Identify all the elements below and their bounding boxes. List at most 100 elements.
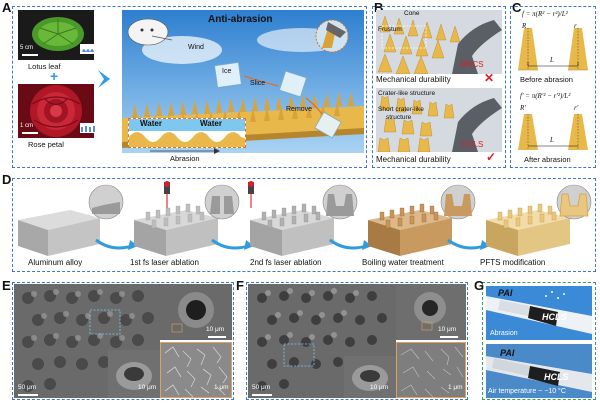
- lotus-label: Lotus leaf: [28, 62, 61, 71]
- mncs-illustration: [376, 10, 502, 74]
- panel-b-letter: B: [374, 0, 384, 15]
- step-label-4: Boiling water treatment: [362, 258, 444, 267]
- sem-f-topright: [396, 284, 466, 340]
- abrasion-label-g: Abrasion: [490, 330, 518, 337]
- mncs-cones: [376, 10, 502, 74]
- pai-label-top: PAI: [498, 288, 513, 298]
- remove-label: Remove: [286, 106, 313, 113]
- panel-g-letter: G: [474, 278, 485, 293]
- lotus-inset-icon: [80, 44, 96, 54]
- fail-cross-icon: ✕: [484, 71, 495, 85]
- process-step-2-block: [134, 203, 218, 256]
- label-L-2: L: [550, 136, 554, 144]
- frustum-label: Frustum: [378, 26, 402, 33]
- sem-f-tr-scalebar: [440, 336, 458, 338]
- hcls-label-bottom: HCLS: [544, 372, 569, 382]
- sem-e-bm-scale: 10 μm: [138, 384, 157, 391]
- panel-f-letter: F: [236, 278, 244, 293]
- anti-abrasion-title: Anti-abrasion: [208, 14, 273, 25]
- hcls-craters: [376, 88, 502, 152]
- process-flow: [18, 181, 592, 256]
- sem-e-crater: [160, 284, 232, 340]
- sem-e-bottom-right: [160, 342, 232, 398]
- panel-d-frame: [12, 178, 596, 272]
- water-label-1: Water: [140, 119, 162, 128]
- sem-f-bottom-right: [396, 342, 466, 398]
- ice-slice-icon: [278, 70, 342, 139]
- lotus-scale-label: 5 cm: [20, 45, 34, 51]
- wing-top-illustration: [486, 286, 592, 340]
- short-crater-label-1: Short crater-like: [378, 106, 424, 113]
- process-step-1-block: [18, 210, 100, 256]
- sem-f-crater: [396, 284, 466, 340]
- sem-e-main: [14, 284, 160, 398]
- rose-illustration: [30, 85, 82, 137]
- rose-scale-label: 1 cm: [20, 123, 34, 129]
- step-label-3: 2nd fs laser ablation: [250, 258, 322, 267]
- wind-cloud-icon: [127, 18, 173, 46]
- sem-f-main-scalebar: [252, 394, 272, 396]
- crater-label: Crater-like structure: [378, 90, 436, 97]
- panel-a-letter: A: [2, 0, 12, 15]
- label-r: r: [574, 22, 577, 30]
- cone-label: Cone: [404, 10, 420, 17]
- frustum-before-diagram: [518, 28, 588, 71]
- label-L: L: [550, 56, 554, 64]
- pai-label-bottom: PAI: [500, 348, 515, 358]
- before-abrasion-label: Before abrasion: [520, 75, 573, 84]
- panel-a-arrow: [98, 70, 110, 88]
- panel-c-frame: [510, 6, 596, 168]
- water-inset-illustration: [129, 119, 245, 147]
- step-label-2: 1st fs laser ablation: [130, 258, 199, 267]
- formula-bottom: f′ = π(R′² − r′²)/L²: [520, 92, 571, 100]
- panel-a-frame: [12, 6, 367, 168]
- sem-f-main-scale: 50 μm: [252, 384, 271, 391]
- frustum-after-diagram: [518, 114, 588, 150]
- panel-e-letter: E: [2, 278, 11, 293]
- water-label-2: Water: [200, 119, 222, 128]
- sem-f-pillar: [344, 356, 396, 398]
- laser-head-icon-1: [164, 181, 170, 208]
- formula-top: f = π(R² − r²)/L²: [522, 10, 568, 18]
- sem-e-topright: [160, 284, 232, 340]
- sem-e-tr-scale: 10 μm: [206, 326, 225, 333]
- sem-f-bm-scale: 10 μm: [370, 384, 389, 391]
- process-step-5-block: [486, 203, 570, 256]
- wing-photo-bottom: [486, 344, 592, 398]
- slice-label: Slice: [250, 80, 266, 87]
- ice-cube-icon: [214, 61, 242, 89]
- step-label-1: Aluminum alloy: [28, 258, 83, 267]
- hcls-label-top: HCLS: [542, 312, 567, 322]
- process-step-3-block: [250, 203, 334, 256]
- sem-f-tr-scale: 10 μm: [438, 326, 457, 333]
- hcls-illustration: [376, 88, 502, 152]
- panel-g-frame: [482, 282, 596, 400]
- sem-e-bottom-mid: [108, 350, 160, 398]
- durability-label-1: Mechanical durability: [376, 75, 451, 84]
- hcls-label: HCLS: [462, 140, 484, 149]
- sem-f-br-scale: 1 μm: [448, 384, 463, 391]
- water-inset: [128, 118, 246, 148]
- process-step-4-block: [368, 203, 452, 256]
- sem-e-tr-scalebar: [208, 336, 226, 338]
- panel-e-frame: [12, 282, 234, 400]
- label-r-prime: r′: [574, 104, 579, 112]
- panel-d-letter: D: [2, 172, 12, 187]
- panel-f-frame: [246, 282, 468, 400]
- rose-label: Rose petal: [28, 140, 64, 149]
- wing-photo-top: [486, 286, 592, 340]
- sem-e-br-scale: 1 μm: [214, 384, 229, 391]
- pass-check-icon: ✓: [486, 150, 497, 164]
- sem-e-main-scalebar: [18, 394, 38, 396]
- sem-e-main-scale: 50 μm: [18, 384, 37, 391]
- label-R-prime: R′: [520, 104, 526, 112]
- plus-sign: +: [50, 68, 59, 84]
- rose-scalebar: [22, 132, 38, 134]
- wind-label: Wind: [188, 44, 204, 51]
- step-label-5: PFTS modification: [480, 258, 546, 267]
- laser-head-icon-2: [248, 181, 254, 208]
- ice-label: Ice: [222, 68, 232, 75]
- lotus-leaf-illustration: [32, 17, 84, 51]
- sem-f-bottom-mid: [344, 356, 396, 398]
- durability-label-2: Mechanical durability: [376, 155, 451, 164]
